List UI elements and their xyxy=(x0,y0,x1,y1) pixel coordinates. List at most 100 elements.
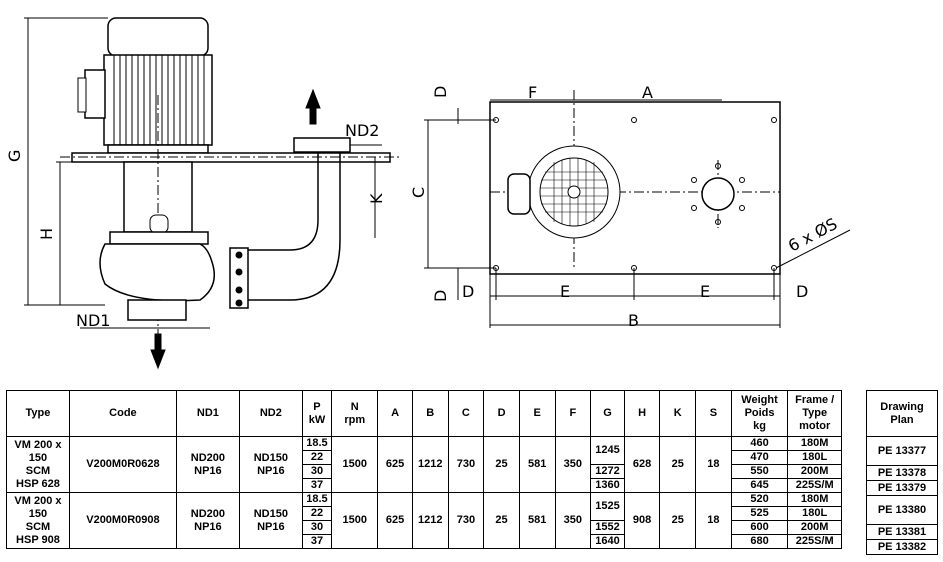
row2-a: 625 xyxy=(377,492,413,549)
row2-g: 1640 xyxy=(590,534,625,549)
row1-n: 1500 xyxy=(331,436,379,493)
dim-h-label: H xyxy=(37,228,56,240)
header-k: K xyxy=(659,390,697,437)
row1-h: 628 xyxy=(623,436,661,493)
row2-d: 25 xyxy=(483,492,520,549)
row2-f: 350 xyxy=(554,492,592,549)
row2-weight: 600 xyxy=(730,520,789,535)
header-c: C xyxy=(447,390,485,437)
dim-d-bottom-right-label: D xyxy=(796,282,808,301)
row1-g: 1360 xyxy=(590,478,625,493)
row1-b: 1212 xyxy=(411,436,449,493)
row1-frame: 225S/M xyxy=(787,478,842,493)
row2-b: 1212 xyxy=(411,492,449,549)
plan-cell: PE 13381 xyxy=(866,524,938,540)
row2-frame: 225S/M xyxy=(787,534,842,549)
row1-p: 37 xyxy=(301,478,333,493)
header-code: Code xyxy=(68,390,177,437)
dim-d-bottom-left-label: D xyxy=(462,282,474,301)
row2-frame: 180M xyxy=(787,492,842,507)
row1-a: 625 xyxy=(377,436,413,493)
row1-e: 581 xyxy=(518,436,556,493)
dim-d-left-label: D xyxy=(431,290,450,302)
row1-s: 18 xyxy=(695,436,732,493)
dim-f-label: F xyxy=(528,83,537,102)
row1-frame: 180L xyxy=(787,450,842,465)
row1-weight: 550 xyxy=(730,464,789,479)
header-e: E xyxy=(518,390,556,437)
row2-s: 18 xyxy=(695,492,732,549)
dim-e-right-label: E xyxy=(700,282,710,301)
dim-k-label: K xyxy=(367,193,386,204)
header-b: B xyxy=(411,390,449,437)
row2-e: 581 xyxy=(518,492,556,549)
dim-g-label: G xyxy=(5,150,24,162)
row1-p: 18.5 xyxy=(301,436,333,451)
row2-g: 1552 xyxy=(590,520,625,535)
plan-cell: PE 13382 xyxy=(866,539,938,555)
row2-k: 25 xyxy=(659,492,697,549)
row1-weight: 645 xyxy=(730,478,789,493)
pump-drawing: G H ND1 ND2 K D F A C D D E E D B 6 x ØS xyxy=(5,17,851,370)
row2-c: 730 xyxy=(447,492,485,549)
header-g: G xyxy=(590,390,625,437)
row2-weight: 525 xyxy=(730,506,789,521)
dim-e-left-label: E xyxy=(560,282,570,301)
row2-n: 1500 xyxy=(331,492,379,549)
plan-cell: PE 13379 xyxy=(866,480,938,496)
row1-k: 25 xyxy=(659,436,697,493)
row1-d: 25 xyxy=(483,436,520,493)
plan-cell: PE 13377 xyxy=(866,436,938,466)
row2-p: 37 xyxy=(301,534,333,549)
row2-p: 18.5 xyxy=(301,492,333,507)
row1-frame: 180M xyxy=(787,436,842,451)
row1-f: 350 xyxy=(554,436,592,493)
row1-p: 22 xyxy=(301,450,333,465)
header-h: H xyxy=(623,390,661,437)
header-type: Type xyxy=(6,390,70,437)
row1-frame: 200M xyxy=(787,464,842,479)
row2-frame: 200M xyxy=(787,520,842,535)
row2-p: 22 xyxy=(301,506,333,521)
header-d: D xyxy=(483,390,520,437)
dim-c-label: C xyxy=(409,187,428,198)
plan-cell: PE 13380 xyxy=(866,495,938,525)
header-nd1: ND1 xyxy=(175,390,240,437)
row2-frame: 180L xyxy=(787,506,842,521)
dim-a-label: A xyxy=(642,83,653,102)
row2-h: 908 xyxy=(623,492,661,549)
row2-g: 1525 xyxy=(590,492,625,521)
header-s: S xyxy=(695,390,732,437)
dim-nd2-label: ND2 xyxy=(345,121,379,140)
row1-code: V200M0R0628 xyxy=(68,436,177,493)
plan-cell: PE 13378 xyxy=(866,465,938,481)
row2-p: 30 xyxy=(301,520,333,535)
header-a: A xyxy=(377,390,413,437)
row1-g: 1272 xyxy=(590,464,625,479)
row2-weight: 680 xyxy=(730,534,789,549)
row1-weight: 460 xyxy=(730,436,789,451)
row2-code: V200M0R0908 xyxy=(68,492,177,549)
dim-nd1-label: ND1 xyxy=(76,311,110,330)
row2-weight: 520 xyxy=(730,492,789,507)
row1-g: 1245 xyxy=(590,436,625,465)
dim-d-top-label: D xyxy=(431,86,450,98)
row1-c: 730 xyxy=(447,436,485,493)
dim-b-label: B xyxy=(628,311,639,330)
header-f: F xyxy=(554,390,592,437)
header-nd2: ND2 xyxy=(238,390,303,437)
row1-weight: 470 xyxy=(730,450,789,465)
